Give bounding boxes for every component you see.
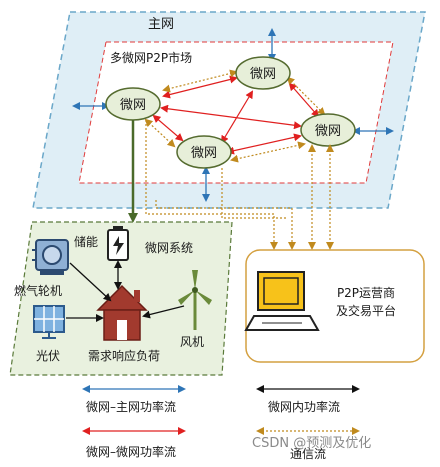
- wind-label: 风机: [180, 335, 204, 349]
- gas-turbine-label: 燃气轮机: [14, 283, 62, 298]
- main-grid-flows: [72, 28, 394, 202]
- pv-label: 光伏: [36, 349, 60, 363]
- microgrid-node-bottom: 微网: [176, 135, 232, 169]
- watermark: CSDN @预测及优化: [252, 436, 371, 451]
- load-label: 需求响应负荷: [88, 348, 160, 363]
- solar-panel-icon: [33, 305, 65, 339]
- legend-communication-flow: 通信流: [290, 447, 326, 461]
- platform-label-line1: P2P运营商: [337, 285, 395, 300]
- svg-text:微网: 微网: [191, 146, 217, 161]
- platform-comm-flows: [145, 120, 334, 250]
- computer-icon: [244, 271, 320, 331]
- internal-power-flows: [66, 260, 185, 322]
- storage-label: 储能: [74, 234, 98, 249]
- legend: 微网–主网功率流 微网内功率流 微网–微网功率流 通信流: [82, 385, 360, 461]
- legend-p2p-power-flow: 微网–微网功率流: [86, 444, 176, 459]
- microgrid-node-top: 微网: [235, 56, 291, 90]
- house-load-icon: [96, 284, 148, 341]
- legend-main-power-flow: 微网–主网功率流: [86, 399, 176, 414]
- battery-icon: [107, 226, 129, 261]
- svg-text:微网: 微网: [315, 124, 341, 139]
- market-comm-flows: [144, 69, 326, 163]
- main-grid-label: 主网: [148, 17, 174, 32]
- platform-label-line2: 及交易平台: [336, 303, 396, 318]
- microgrid-system-label: 微网系统: [145, 241, 193, 255]
- wind-turbine-icon: [178, 270, 212, 330]
- microgrid-node-left: 微网: [105, 87, 161, 121]
- gas-turbine-icon: [32, 239, 69, 275]
- legend-internal-power-flow: 微网内功率流: [268, 399, 340, 414]
- svg-text:微网: 微网: [120, 98, 146, 113]
- microgrid-node-right: 微网: [300, 113, 356, 147]
- svg-text:微网: 微网: [250, 67, 276, 82]
- p2p-market-label: 多微网P2P市场: [110, 50, 192, 65]
